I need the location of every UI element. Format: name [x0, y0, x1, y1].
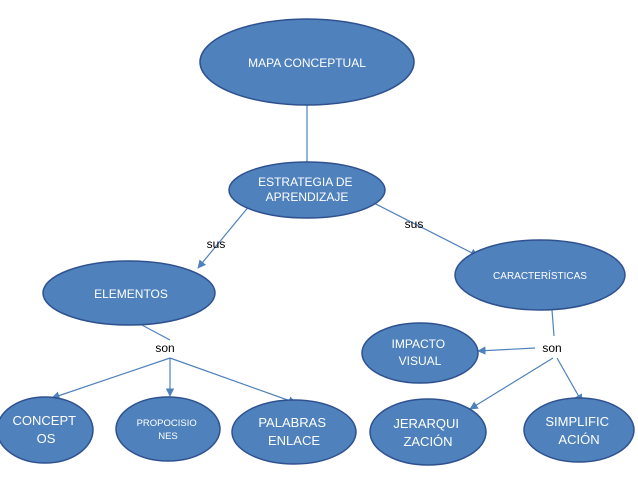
node-mapa-conceptual: MAPA CONCEPTUAL: [199, 18, 415, 106]
edges: [51, 104, 583, 410]
node-mapa-conceptual-label: MAPA CONCEPTUAL: [248, 56, 366, 70]
node-jerarquizacion-label: JERARQUI ZACIÓN: [393, 416, 462, 449]
node-simplificacion: SIMPLIFIC ACIÓN: [523, 397, 635, 463]
node-conceptos-label: CONCEPT OS: [13, 413, 80, 446]
node-caracteristicas-label: CARACTERÍSTICAS: [493, 269, 587, 282]
edge-son-conceptos: [51, 357, 171, 400]
node-estrategia-label: ESTRATEGIA DE APRENDIZAJE: [258, 175, 356, 204]
node-elementos-label: ELEMENTOS: [94, 287, 168, 301]
node-estrategia: ESTRATEGIA DE APRENDIZAJE: [228, 161, 386, 219]
edge-caracteristicas-son: [551, 309, 555, 337]
link-label-sus-right: sus: [405, 217, 424, 231]
link-label-sus-left: sus: [207, 237, 226, 251]
edge-son-palabras: [169, 357, 297, 405]
edge-son-simplificacion: [556, 357, 583, 403]
node-palabras-enlace: PALABRAS ENLACE: [231, 399, 357, 465]
node-simplificacion-label: SIMPLIFIC ACIÓN: [545, 414, 612, 447]
node-conceptos: CONCEPT OS: [0, 396, 94, 464]
node-proposiciones-label: PROPOCISIO NES: [137, 418, 200, 442]
node-elementos: ELEMENTOS: [42, 260, 216, 326]
link-label-son-left: son: [155, 341, 174, 355]
edge-estrategia-caracteristicas: [361, 196, 479, 257]
link-label-son-right: son: [542, 341, 561, 355]
edge-elementos-son: [139, 323, 171, 341]
edge-son-jerarquizacion: [469, 357, 554, 410]
edge-son-impacto: [477, 346, 536, 355]
node-jerarquizacion: JERARQUI ZACIÓN: [369, 398, 487, 466]
node-impacto-visual-label: IMPACTO VISUAL: [392, 337, 449, 368]
edge-estrategia-elementos: [197, 204, 251, 269]
node-impacto-visual: IMPACTO VISUAL: [361, 322, 479, 384]
node-caracteristicas: CARACTERÍSTICAS: [454, 239, 626, 311]
node-palabras-enlace-label: PALABRAS ENLACE: [258, 415, 329, 448]
node-proposiciones: PROPOCISIO NES: [115, 396, 221, 462]
